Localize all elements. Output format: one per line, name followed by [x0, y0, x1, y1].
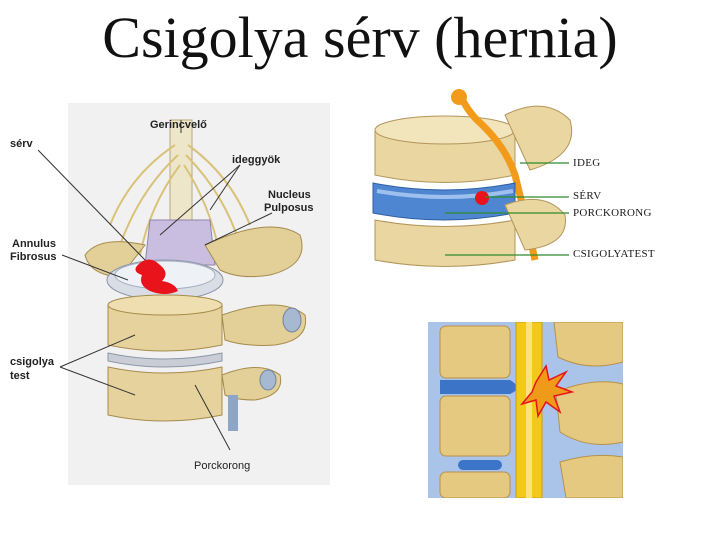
sag-disc-normal [458, 460, 502, 470]
label-porckorong-right: PORCKORONG [573, 207, 652, 219]
label-csigolya-2: test [10, 370, 30, 382]
lower-vertebra [375, 220, 515, 267]
nucleus-pulposus [145, 220, 215, 265]
left-spine-diagram: Gerincvelő sérv ideggyök Nucleus Pulposu… [0, 95, 340, 495]
sagittal-spine-diagram [428, 322, 623, 498]
label-nucleus-2: Pulposus [264, 202, 314, 214]
sag-vertebra-2 [440, 396, 510, 456]
vertebra-body-2 [108, 367, 222, 421]
label-serv-left: sérv [10, 138, 34, 150]
page-title: Csigolya sérv (hernia) [0, 6, 720, 70]
label-annulus-2: Fibrosus [10, 251, 56, 263]
disc-blue [373, 183, 515, 220]
label-porckorong-left: Porckorong [194, 460, 250, 472]
sag-vertebra-3 [440, 472, 510, 498]
label-csigolyatest: CSIGOLYATEST [573, 248, 655, 260]
label-csigolya-1: csigolya [10, 356, 55, 368]
sag-disc-herniated [440, 380, 517, 394]
sag-posterior-3 [560, 455, 623, 498]
nerve-root-lower [228, 395, 238, 431]
label-annulus-1: Annulus [12, 238, 56, 250]
label-nucleus-1: Nucleus [268, 189, 311, 201]
label-ideggyok: ideggyök [232, 154, 281, 166]
sag-posterior-1 [554, 322, 623, 366]
label-ideg: IDEG [573, 157, 600, 169]
hernia-dot [475, 191, 489, 205]
right-vertebra-diagram: IDEG SÉRV PORCKORONG CSIGOLYATEST [355, 85, 715, 285]
label-gerincvelo: Gerincvelő [150, 119, 207, 131]
sag-vertebra-1 [440, 326, 510, 378]
label-serv-right: SÉRV [573, 190, 601, 202]
